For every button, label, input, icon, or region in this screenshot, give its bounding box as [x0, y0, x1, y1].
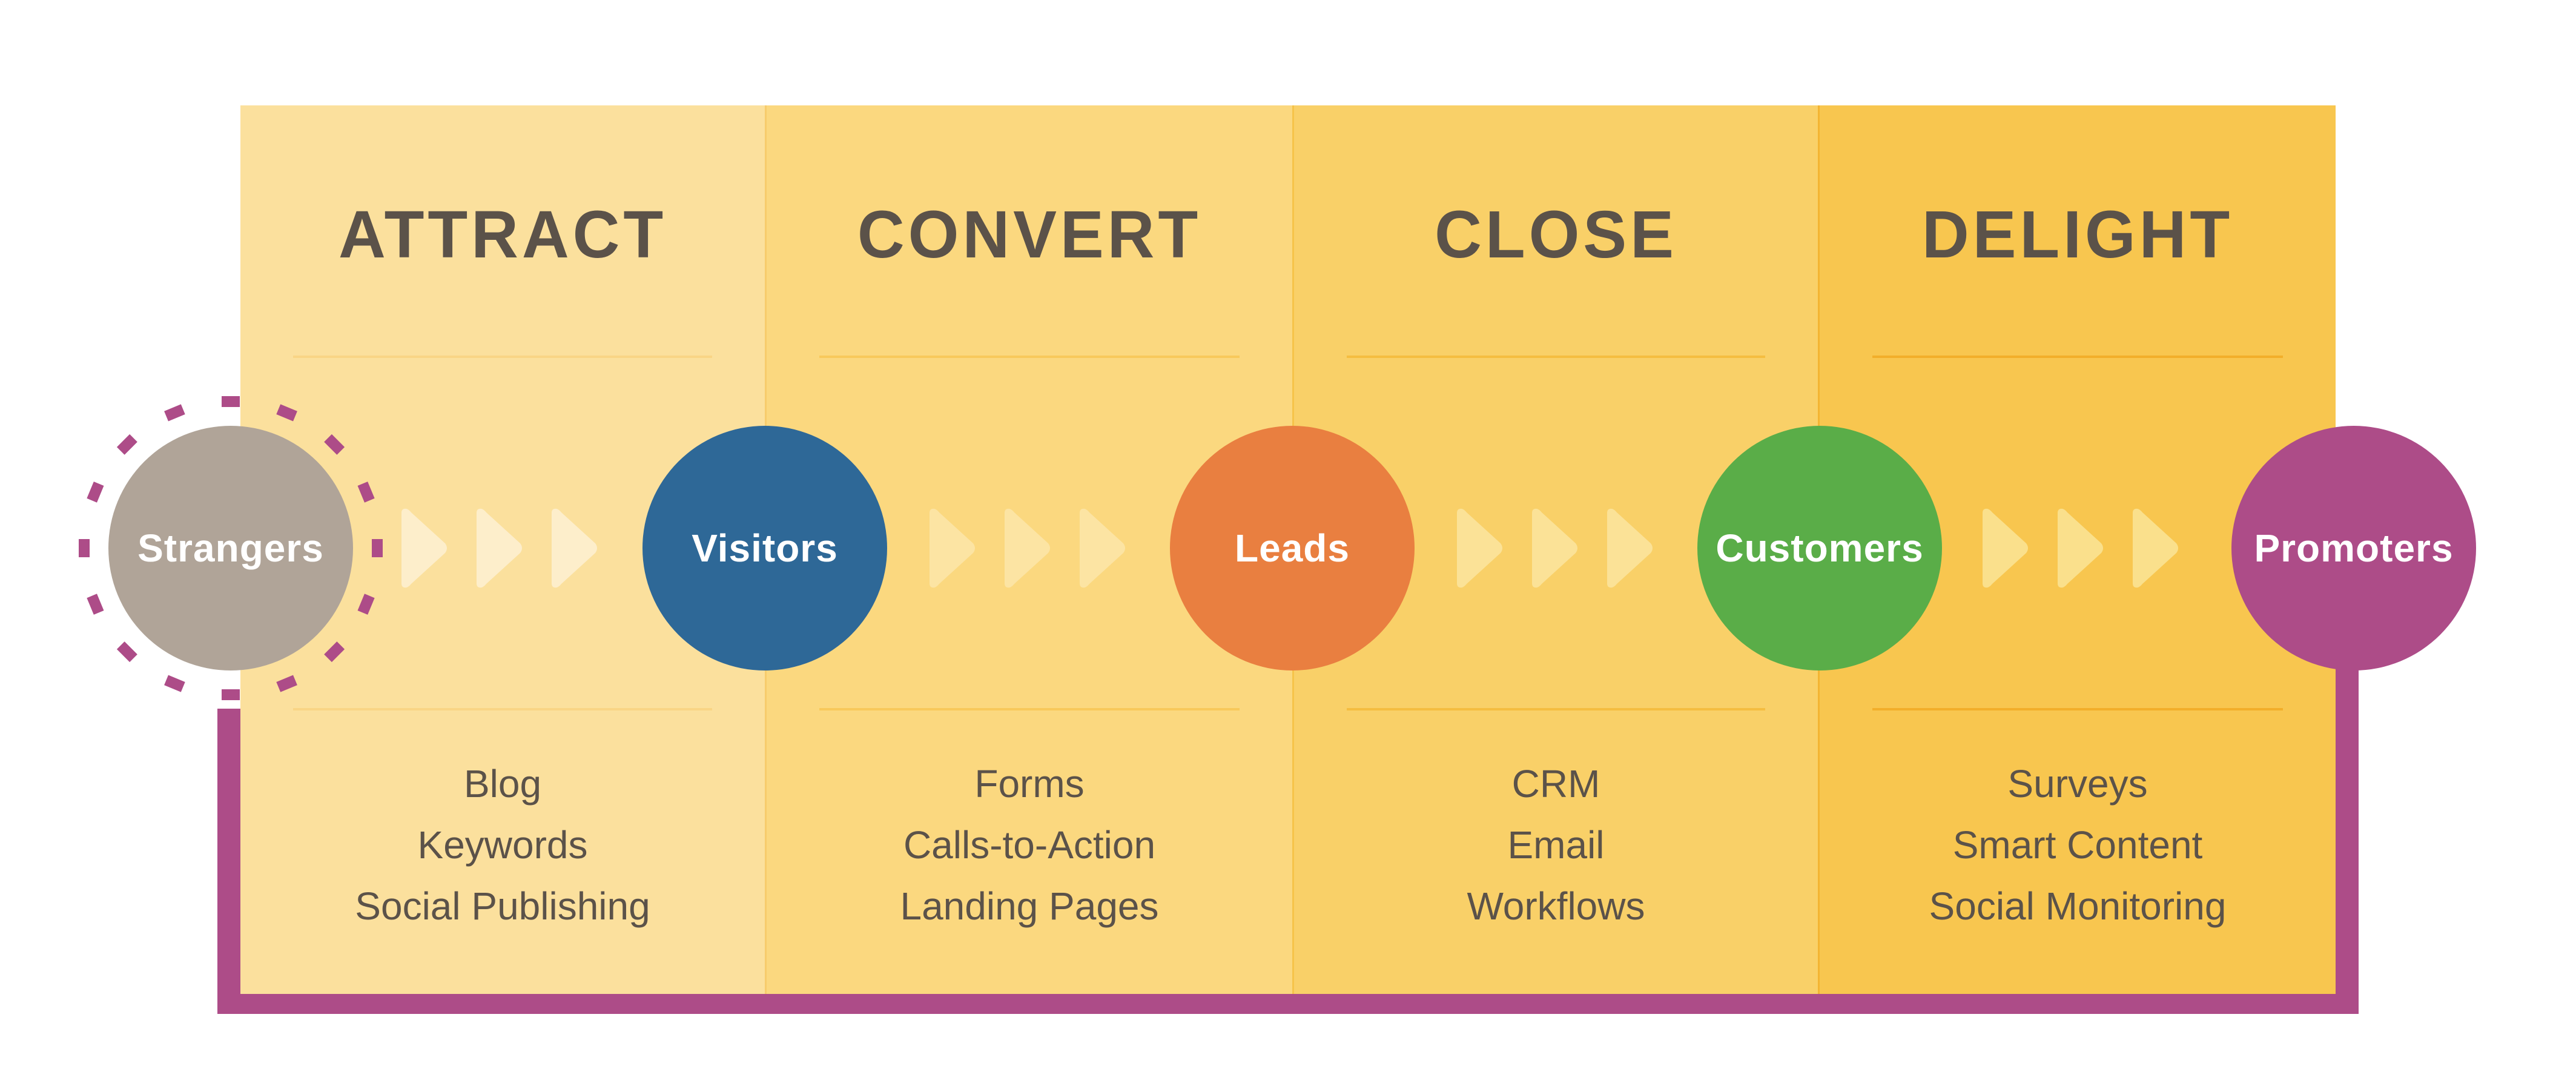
chevron-right-icon [2058, 508, 2103, 588]
chevron-right-icon [2133, 508, 2178, 588]
chevron-right-icon [930, 508, 975, 588]
chevron-right-icon [1005, 508, 1050, 588]
chevron-right-icon [552, 508, 597, 588]
node-label: Strangers [137, 526, 324, 570]
node-promoters: Promoters [2231, 426, 2476, 670]
chevron-right-icon [1983, 508, 2028, 588]
node-label: Promoters [2254, 526, 2454, 570]
ring-dash [79, 539, 90, 557]
divider [293, 708, 712, 710]
ring-dash [116, 641, 137, 663]
stage-heading: CLOSE [1435, 197, 1677, 272]
ring-dash [87, 482, 104, 503]
divider [819, 708, 1240, 710]
tool-item: Forms [974, 762, 1085, 806]
node-label: Customers [1716, 526, 1924, 570]
ring-dash [222, 396, 240, 407]
node-strangers: Strangers [108, 426, 353, 670]
tool-item: Surveys [2007, 762, 2148, 806]
tool-item: Calls-to-Action [903, 823, 1156, 867]
ring-dash [87, 594, 104, 615]
node-label: Leads [1235, 526, 1350, 570]
chevron-right-icon [1607, 508, 1653, 588]
ring-dash [222, 689, 240, 700]
stage-heading: ATTRACT [338, 197, 667, 272]
chevron-right-icon [1080, 508, 1125, 588]
tool-list: Forms Calls-to-Action Landing Pages [767, 753, 1292, 937]
tool-item: Workflows [1467, 884, 1645, 928]
divider [1347, 708, 1765, 710]
stage-heading: CONVERT [857, 197, 1202, 272]
divider [1872, 708, 2283, 710]
tool-item: Email [1507, 823, 1605, 867]
chevron-right-icon [401, 508, 447, 588]
chevron-right-icon [1457, 508, 1502, 588]
divider [1347, 356, 1765, 358]
ring-dash [116, 434, 137, 455]
divider [293, 356, 712, 358]
tool-item: CRM [1511, 762, 1600, 806]
tool-item: Social Publishing [355, 884, 650, 928]
tool-item: Social Monitoring [1929, 884, 2227, 928]
tool-item: Keywords [417, 823, 588, 867]
loop-bracket-left [217, 709, 240, 1014]
loop-bracket-bottom [217, 994, 2359, 1014]
tool-list: Surveys Smart Content Social Monitoring [1820, 753, 2336, 937]
tool-item: Blog [463, 762, 542, 806]
tool-list: Blog Keywords Social Publishing [240, 753, 765, 937]
node-leads: Leads [1170, 426, 1415, 670]
tool-list: CRM Email Workflows [1294, 753, 1818, 937]
chevron-right-icon [477, 508, 522, 588]
loop-bracket-right [2336, 606, 2359, 1014]
ring-dash [164, 404, 185, 422]
divider [819, 356, 1240, 358]
stage-heading: DELIGHT [1921, 197, 2234, 272]
node-customers: Customers [1697, 426, 1942, 670]
node-visitors: Visitors [642, 426, 887, 670]
tool-item: Landing Pages [900, 884, 1159, 928]
tool-item: Smart Content [1952, 823, 2203, 867]
divider [1872, 356, 2283, 358]
node-label: Visitors [692, 526, 838, 570]
ring-dash [164, 675, 185, 692]
chevron-right-icon [1532, 508, 1577, 588]
